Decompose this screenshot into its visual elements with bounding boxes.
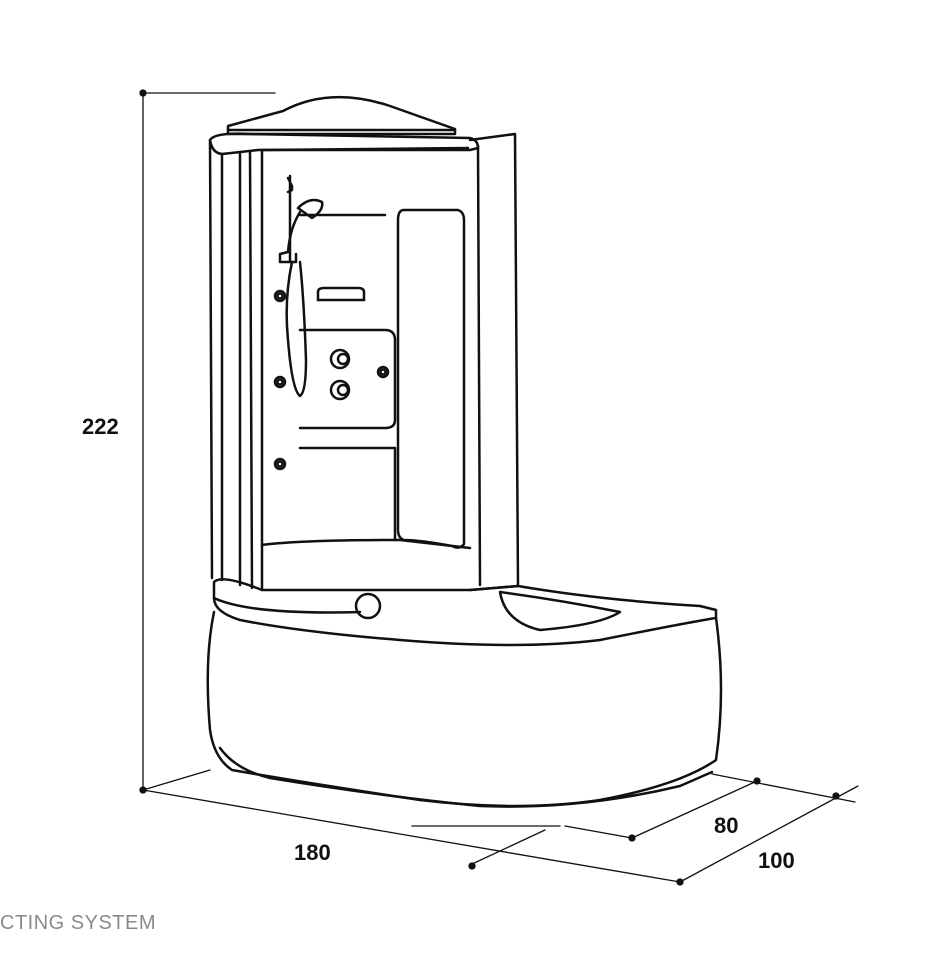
cabin-roof [226, 95, 457, 136]
back-panel [260, 146, 470, 549]
height-label: 222 [82, 414, 119, 439]
shower-head-icon [278, 174, 324, 398]
width-inner-label: 80 [714, 813, 738, 838]
towel-handle [316, 286, 366, 302]
bathtub-rim [212, 578, 718, 647]
top-rail [208, 132, 480, 156]
right-panel [468, 132, 520, 592]
overflow-knob-icon [354, 592, 382, 620]
width-outer-label: 100 [758, 848, 795, 873]
left-door [208, 138, 264, 592]
footer-watermark: CTING SYSTEM [0, 912, 157, 934]
length-label: 180 [294, 840, 331, 865]
cabin-floor-edge [260, 538, 472, 550]
body-jet-icon [273, 289, 287, 471]
control-knob-icon [329, 348, 390, 401]
height-dimension [139, 89, 276, 791]
bathtub-apron [206, 610, 723, 808]
length-dimension [139, 769, 681, 883]
width-dimension [564, 773, 859, 886]
